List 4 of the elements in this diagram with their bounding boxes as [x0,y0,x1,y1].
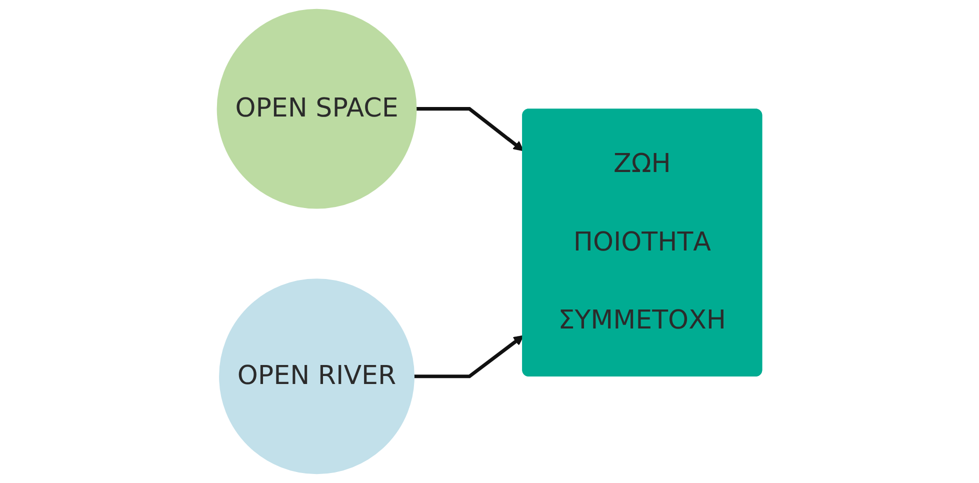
node-circle: OPEN SPACE [216,8,417,209]
arrow [414,335,524,378]
arrow [416,107,524,152]
node-circle: OPEN RIVER [219,278,414,474]
